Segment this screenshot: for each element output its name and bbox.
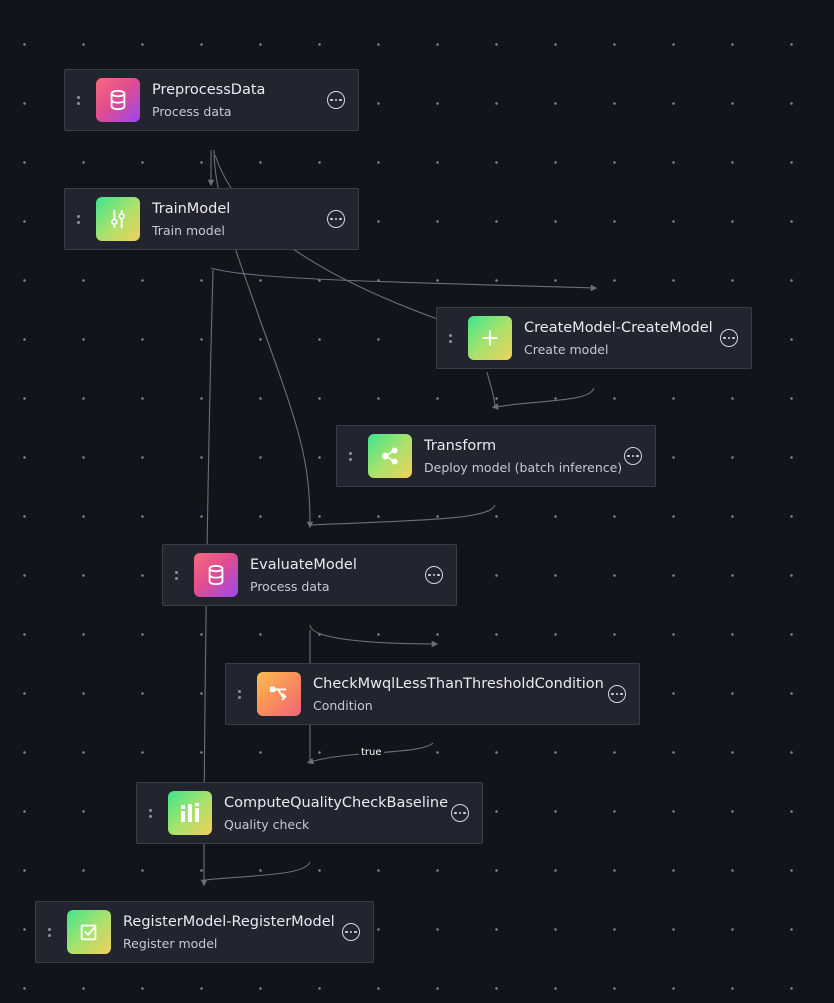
more-options-icon[interactable] bbox=[608, 685, 626, 703]
node-title: CreateModel-CreateModel bbox=[524, 319, 713, 336]
drag-handle[interactable] bbox=[167, 565, 185, 585]
share-icon bbox=[368, 434, 412, 478]
edge-createmodel-transform bbox=[491, 387, 595, 410]
bar-chart-icon bbox=[168, 791, 212, 835]
node-create-model[interactable]: CreateModel-CreateModel Create model bbox=[436, 307, 752, 369]
database-icon bbox=[194, 553, 238, 597]
node-subtitle: Train model bbox=[152, 222, 225, 238]
node-subtitle: Condition bbox=[313, 697, 373, 713]
edge-createmodel-transform-b bbox=[486, 371, 496, 408]
more-options-icon[interactable] bbox=[425, 566, 443, 584]
node-subtitle: Deploy model (batch inference) bbox=[424, 459, 623, 475]
node-title: EvaluateModel bbox=[250, 556, 357, 573]
plus-icon bbox=[468, 316, 512, 360]
node-title: ComputeQualityCheckBaseline bbox=[224, 794, 449, 811]
more-options-icon[interactable] bbox=[342, 923, 360, 941]
edge-train-createmodel bbox=[210, 267, 598, 292]
node-train-model[interactable]: TrainModel Train model bbox=[64, 188, 359, 250]
database-icon bbox=[96, 78, 140, 122]
node-preprocess-data[interactable]: PreprocessData Process data bbox=[64, 69, 359, 131]
edge-label-true: true bbox=[359, 747, 384, 758]
node-title: CheckMwqlLessThanThresholdCondition bbox=[313, 675, 604, 692]
node-quality-check[interactable]: ComputeQualityCheckBaseline Quality chec… bbox=[136, 782, 483, 844]
checkbox-icon bbox=[67, 910, 111, 954]
drag-handle[interactable] bbox=[341, 446, 359, 466]
node-subtitle: Process data bbox=[152, 103, 232, 119]
sliders-icon bbox=[96, 197, 140, 241]
node-title: RegisterModel-RegisterModel bbox=[123, 913, 335, 930]
more-options-icon[interactable] bbox=[327, 91, 345, 109]
node-subtitle: Register model bbox=[123, 935, 218, 951]
edge-transform-evaluate bbox=[309, 504, 496, 526]
drag-handle[interactable] bbox=[40, 922, 58, 942]
drag-handle[interactable] bbox=[230, 684, 248, 704]
edge-evaluate-condition bbox=[309, 624, 439, 648]
more-options-icon[interactable] bbox=[720, 329, 738, 347]
more-options-icon[interactable] bbox=[451, 804, 469, 822]
node-subtitle: Create model bbox=[524, 341, 609, 357]
node-title: PreprocessData bbox=[152, 81, 266, 98]
drag-handle[interactable] bbox=[69, 90, 87, 110]
node-transform[interactable]: Transform Deploy model (batch inference) bbox=[336, 425, 656, 487]
drag-handle[interactable] bbox=[141, 803, 159, 823]
node-title: Transform bbox=[424, 437, 497, 454]
node-register-model[interactable]: RegisterModel-RegisterModel Register mod… bbox=[35, 901, 374, 963]
node-subtitle: Quality check bbox=[224, 816, 310, 832]
drag-handle[interactable] bbox=[69, 209, 87, 229]
node-evaluate-model[interactable]: EvaluateModel Process data bbox=[162, 544, 457, 606]
node-check-condition[interactable]: CheckMwqlLessThanThresholdCondition Cond… bbox=[225, 663, 640, 725]
node-subtitle: Process data bbox=[250, 578, 330, 594]
node-title: TrainModel bbox=[152, 200, 231, 217]
more-options-icon[interactable] bbox=[624, 447, 642, 465]
more-options-icon[interactable] bbox=[327, 210, 345, 228]
branch-icon bbox=[257, 672, 301, 716]
drag-handle[interactable] bbox=[441, 328, 459, 348]
edge-quality-register bbox=[204, 861, 311, 881]
